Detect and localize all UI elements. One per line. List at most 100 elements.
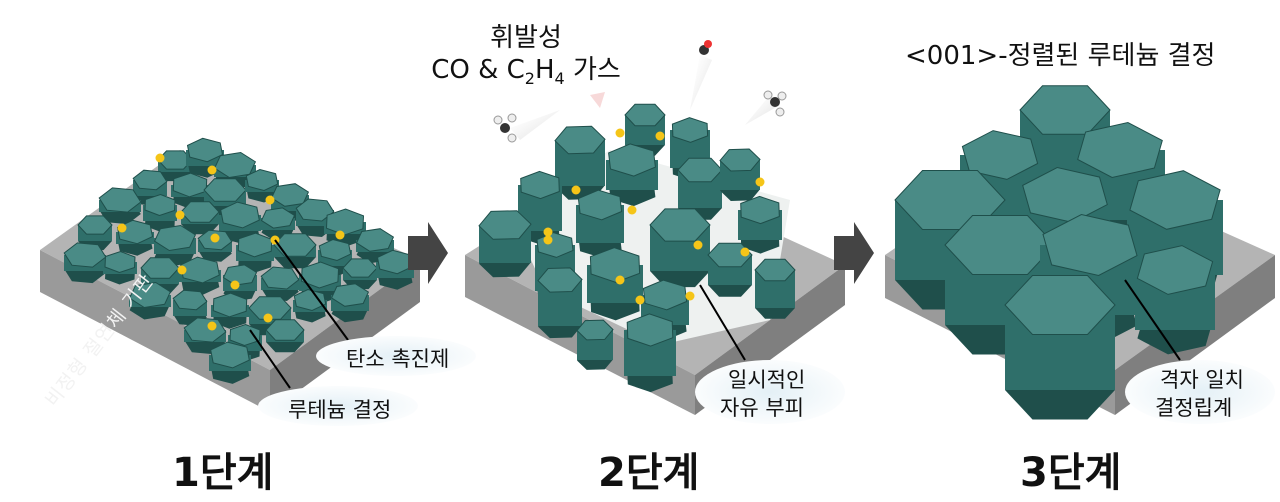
crystal-top [186,137,224,163]
crystal-top [144,193,176,217]
crystal-top [520,170,560,200]
crystal-top [325,208,365,236]
crystal-top [265,319,305,341]
callout-free-volume-line1: 일시적인 [728,368,806,392]
gas-trail-top [690,55,712,110]
crystal-top [576,319,614,341]
crystal-top [237,232,273,258]
crystal-top [128,281,172,309]
stage1-label: 1단계 [172,450,274,496]
stage2-catalyst-dots [543,128,765,305]
crystal-top [342,258,378,278]
gas-trail-left [510,110,560,140]
crystal-top [270,183,310,207]
crystal-top [554,125,606,155]
carbon-promoter-dot [155,153,165,163]
crystal-top [98,187,142,213]
stage1-crystals [63,137,414,384]
crystal-top [210,341,250,369]
crystal-top [707,242,753,268]
carbon-promoter-dot [177,265,187,275]
crystal-top [537,267,583,293]
crystal-top [273,233,317,257]
carbon-promoter-dot [571,185,581,195]
crystal-top [293,288,327,312]
crystal-top [203,178,247,202]
callout-ru-text: 루테늄 결정 [288,398,392,422]
crystal-top [1077,121,1163,179]
right-arrow-icon [408,222,448,284]
stage2-illustration [465,40,845,424]
carbon-promoter-dot [263,313,273,323]
carbon-promoter-dot [207,321,217,331]
callout-grain-line2: 결정립계 [1155,396,1233,420]
carbon-promoter-dot [685,291,695,301]
crystal-top [260,266,300,290]
crystal-top [300,261,340,289]
crystal-top [229,323,261,347]
crystal-top [260,207,296,229]
gas-title-line2: CO & C2H4 가스 [431,55,621,89]
carbon-promoter-dot [335,230,345,240]
leader-carbon [274,239,349,341]
carbon-promoter-dot [543,235,553,245]
crystal-top [677,157,723,183]
crystal-top [1136,245,1214,295]
callout-grain-boundary-bg [1125,360,1275,424]
carbon-promoter-dot [230,280,240,290]
crystal-top [944,215,1056,275]
stage1-illustration [40,137,476,426]
stage1-catalyst-dots [117,153,345,331]
carbon-promoter-dot [265,195,275,205]
crystal-top [740,195,780,225]
crystal-top [213,151,257,179]
crystal-top [624,103,666,127]
gas-title-line1: 휘발성 [490,23,562,53]
crystal-top [172,289,208,311]
callout-free-volume-bg [695,360,845,424]
callout-ru-bg [258,386,418,426]
crystal-top [220,201,260,229]
callout-carbon-text: 탄소 촉진제 [346,347,450,371]
crystal-top [626,313,674,347]
crystal-top [719,148,761,172]
stage3-illustration [885,85,1275,424]
leader-grain-boundary [1124,279,1181,361]
crystal-top [1129,170,1221,230]
crystal-top [318,238,352,262]
callout-carbon-bg [316,336,476,376]
callout-free-volume-line2: 자유 부피 [720,396,804,420]
crystal-top [104,250,136,274]
gas-trail-center [590,92,605,108]
crystal-top [1004,275,1116,335]
carbon-promoter-dot [615,275,625,285]
carbon-promoter-dot [655,131,665,141]
crystal-top [671,117,709,143]
crystal-top [245,168,279,192]
carbon-promoter-dot [755,177,765,187]
crystal-top [153,224,197,252]
crystal-top [140,257,180,279]
crystal-top [132,169,168,191]
carbon-promoter-dot [615,128,625,138]
crystal-top [589,247,641,283]
crystal-top [642,279,688,311]
leader-free-volume [699,284,746,361]
crystal-top [212,292,248,318]
carbon-promoter-dot [693,240,703,250]
gas-title: 휘발성 CO & C2H4 가스 [416,22,636,95]
crystal-top [1042,213,1138,277]
callout-grain-line1: 격자 일치 [1160,368,1244,392]
carbon-promoter-dot [175,210,185,220]
crystal-top [608,143,656,177]
right-arrow-icon [834,222,874,284]
carbon-promoter-dot [210,233,220,243]
leader-ru [249,329,291,389]
carbon-promoter-dot [740,247,750,257]
carbon-promoter-dot [117,223,127,233]
crystal-top [180,256,220,284]
crystal-top [577,189,623,221]
stage3-crystals [894,85,1223,420]
crystal-top [478,210,532,240]
